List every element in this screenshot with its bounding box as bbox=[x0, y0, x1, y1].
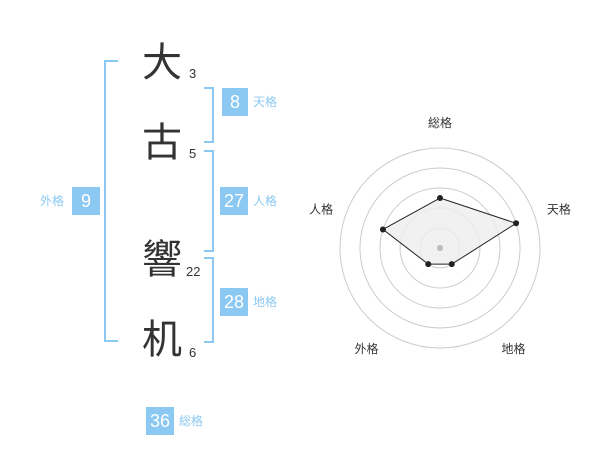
tenkaku-bracket bbox=[204, 87, 214, 143]
radar-axis-label: 地格 bbox=[501, 341, 525, 356]
chikaku-bracket bbox=[204, 257, 214, 343]
stroke-count-4: 6 bbox=[189, 345, 197, 360]
radar-axis-label: 外格 bbox=[355, 341, 379, 356]
radar-data-point bbox=[448, 261, 455, 268]
jinkaku-value: 27 bbox=[220, 187, 248, 215]
stroke-count-2: 5 bbox=[189, 146, 197, 161]
radar-data-point bbox=[437, 195, 443, 201]
tenkaku-label: 天格 bbox=[253, 95, 278, 109]
radar-center-point bbox=[437, 245, 443, 251]
radar-grid-ring bbox=[359, 167, 521, 329]
radar-data-polygon bbox=[382, 197, 518, 265]
radar-data-point bbox=[513, 220, 520, 227]
radar-grid-ring bbox=[339, 147, 541, 349]
chikaku-value: 28 bbox=[220, 288, 248, 316]
soukaku-value: 36 bbox=[146, 407, 174, 435]
stroke-count-1: 3 bbox=[189, 66, 197, 81]
radar-grid-ring bbox=[379, 187, 501, 309]
tenkaku-value: 8 bbox=[222, 88, 248, 116]
chikaku-label: 地格 bbox=[253, 295, 278, 309]
soukaku-label: 総格 bbox=[179, 414, 204, 428]
radar-axis-label: 人格 bbox=[309, 201, 333, 216]
stroke-count-3: 22 bbox=[186, 264, 201, 279]
jinkaku-label: 人格 bbox=[253, 194, 278, 208]
name-char-2: 古 bbox=[142, 120, 182, 166]
gaikaku-bracket bbox=[104, 60, 118, 342]
gaikaku-value: 9 bbox=[72, 187, 100, 215]
radar-axis-label: 天格 bbox=[547, 201, 571, 216]
radar-data-point bbox=[425, 261, 432, 268]
name-char-1: 大 bbox=[142, 40, 182, 86]
name-char-3: 響 bbox=[142, 237, 182, 283]
name-char-4: 机 bbox=[142, 317, 182, 363]
radar-data-point bbox=[379, 226, 386, 233]
jinkaku-bracket bbox=[204, 150, 214, 252]
radar-axis-label: 総格 bbox=[428, 115, 452, 130]
gaikaku-label: 外格 bbox=[40, 194, 65, 208]
